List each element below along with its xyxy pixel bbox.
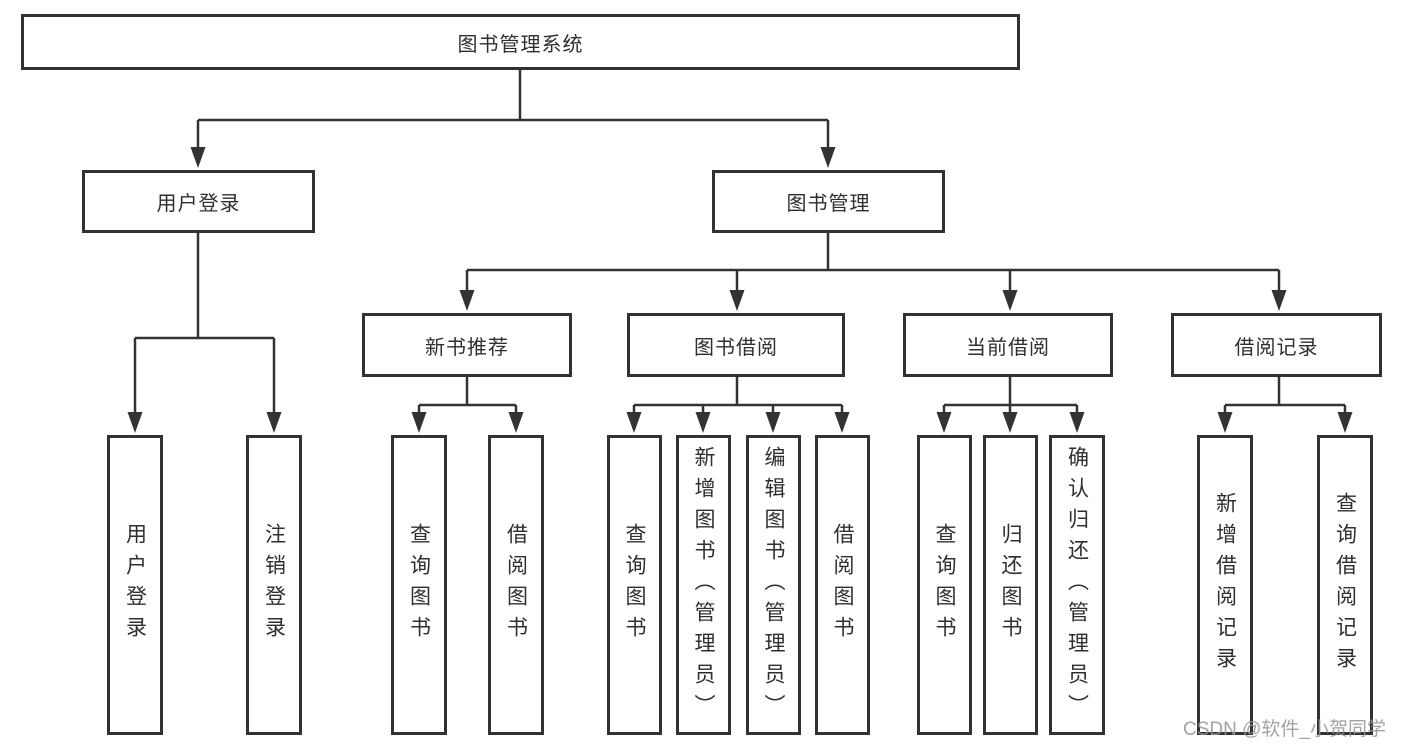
node-leaf-borrow-books: 借阅图书 (488, 435, 544, 735)
node-label: 借阅图书 (504, 523, 528, 647)
node-label: 新书推荐 (425, 336, 509, 359)
node-label: 图书借阅 (694, 336, 778, 359)
arrow-down-icon (834, 412, 850, 433)
node-label: 用户登录 (156, 193, 241, 215)
arrow-down-icon (190, 147, 206, 168)
arrowheads (127, 147, 1353, 433)
node-leaf-borrow-books: 借阅图书 (815, 435, 870, 735)
node-leaf-add-books-admin: 新增图书（管理员） (676, 435, 731, 735)
node-leaf-user-login: 用户登录 (107, 435, 163, 735)
node-leaf-logout: 注销登录 (246, 435, 302, 735)
node-leaf-edit-books-admin: 编辑图书（管理员） (746, 435, 801, 735)
node-label: 用户登录 (123, 523, 147, 647)
arrow-down-icon (765, 412, 781, 433)
node-label: 新增图书（管理员） (692, 445, 715, 725)
arrow-down-icon (820, 147, 836, 168)
node-label: 确认归还（管理员） (1065, 445, 1089, 725)
node-leaf-add-borrow-record: 新增借阅记录 (1197, 435, 1253, 735)
node-leaf-query-books: 查询图书 (391, 435, 447, 735)
node-library-management-system: 图书管理系统 (21, 14, 1020, 70)
node-new-book-recommendation: 新书推荐 (362, 313, 572, 377)
arrow-down-icon (1217, 412, 1233, 433)
node-label: 查询借阅记录 (1333, 492, 1357, 678)
arrow-down-icon (1337, 412, 1353, 433)
node-current-borrowing: 当前借阅 (903, 313, 1113, 377)
node-label: 查询图书 (933, 523, 956, 647)
node-label: 借阅图书 (831, 523, 854, 647)
arrow-down-icon (1002, 290, 1018, 311)
arrow-down-icon (1069, 412, 1085, 433)
node-label: 查询图书 (407, 523, 431, 647)
arrow-down-icon (695, 412, 711, 433)
arrow-down-icon (266, 412, 282, 433)
arrow-down-icon (1271, 290, 1287, 311)
arrow-down-icon (1002, 412, 1018, 433)
csdn-watermark: CSDN @软件_小贺同学 (1183, 719, 1386, 740)
arrow-down-icon (626, 412, 642, 433)
node-leaf-query-borrow-record: 查询借阅记录 (1317, 435, 1373, 735)
arrow-down-icon (729, 290, 745, 311)
arrow-down-icon (508, 412, 524, 433)
node-label: 新增借阅记录 (1213, 492, 1237, 678)
node-label: 图书管理 (786, 193, 871, 215)
node-label: 当前借阅 (966, 336, 1050, 359)
node-label: 借阅记录 (1234, 336, 1319, 359)
arrow-down-icon (459, 290, 475, 311)
arrow-down-icon (936, 412, 952, 433)
node-borrow-records: 借阅记录 (1171, 313, 1382, 377)
node-leaf-query-books: 查询图书 (917, 435, 972, 735)
node-user-login: 用户登录 (82, 170, 315, 233)
node-label: 查询图书 (623, 523, 646, 647)
node-leaf-confirm-return-admin: 确认归还（管理员） (1049, 435, 1105, 735)
arrow-down-icon (411, 412, 427, 433)
node-label: 图书管理系统 (457, 33, 584, 56)
node-book-management: 图书管理 (712, 170, 945, 233)
arrow-down-icon (127, 412, 143, 433)
node-label: 编辑图书（管理员） (762, 445, 785, 725)
node-label: 注销登录 (262, 523, 286, 647)
node-label: 归还图书 (999, 523, 1022, 647)
node-book-borrowing: 图书借阅 (627, 313, 845, 377)
node-leaf-query-books: 查询图书 (607, 435, 662, 735)
node-leaf-return-books: 归还图书 (983, 435, 1038, 735)
